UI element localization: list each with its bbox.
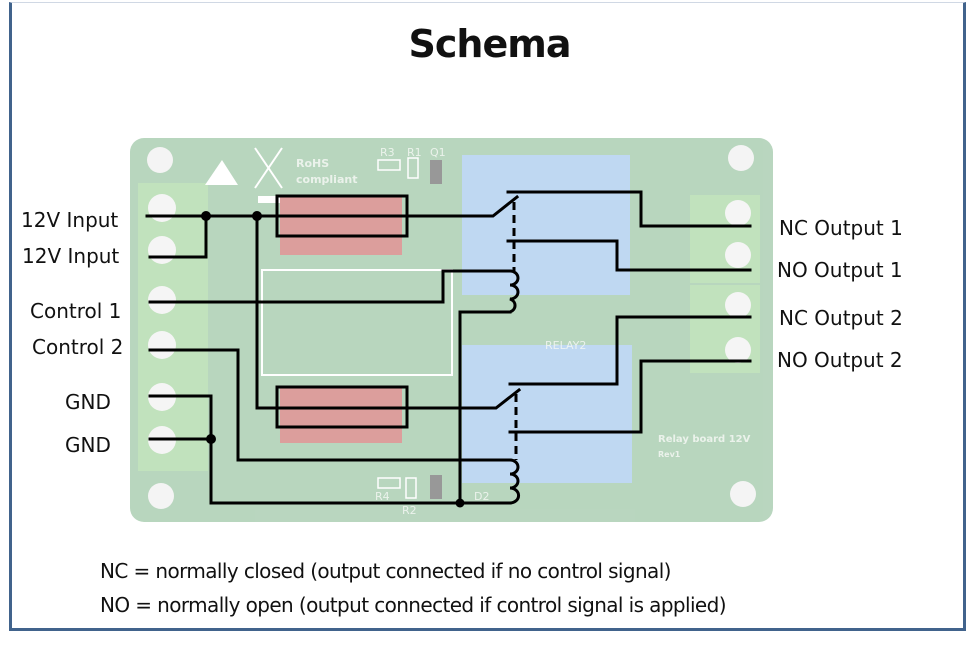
pcb-board xyxy=(130,138,773,522)
legend-nc: NC = normally closed (output connected i… xyxy=(100,559,671,583)
resistor-r3 xyxy=(377,159,401,171)
wire-coil-1-return xyxy=(458,310,512,505)
r4-label: R4 xyxy=(375,490,390,503)
board-revision-label: Rev1 xyxy=(658,450,681,459)
resistor-r2 xyxy=(405,477,417,499)
d2-label: D2 xyxy=(474,490,489,503)
q1-label: Q1 xyxy=(430,146,446,159)
wire-12v-input-2 xyxy=(148,214,208,259)
wire-control-2 xyxy=(148,348,512,462)
weee-bin-icon xyxy=(254,147,283,189)
esd-warning-icon xyxy=(205,160,238,185)
transistor-q2 xyxy=(430,475,442,499)
pcb-silkscreen: RoHS compliant R3 R1 Q1 R4 R2 D2 RELAY2 … xyxy=(296,146,751,517)
label-gnd-2: GND xyxy=(65,433,111,457)
label-12v-input-2: 12V Input xyxy=(22,244,120,268)
junctions xyxy=(201,211,465,508)
wire-no-output-2 xyxy=(508,359,752,434)
mounting-hole-icon xyxy=(728,145,754,171)
r1-label: R1 xyxy=(407,146,422,159)
r3-label: R3 xyxy=(380,146,395,159)
diagram-frame xyxy=(9,2,966,631)
resistor-r1 xyxy=(407,157,419,179)
coil-1-icon xyxy=(509,269,520,314)
junction-dot-icon xyxy=(206,434,216,444)
relay-2 xyxy=(462,345,632,483)
relay-coils xyxy=(509,269,521,505)
junction-dot-icon xyxy=(252,211,262,221)
wiring xyxy=(145,190,752,505)
mounting-hole-icon xyxy=(148,483,174,509)
fuse-2-symbol xyxy=(275,385,409,429)
fuse-2 xyxy=(280,388,402,443)
board-name-label: Relay board 12V xyxy=(658,434,751,445)
transistor-q1 xyxy=(430,160,442,184)
label-nc-output-2: NC Output 2 xyxy=(779,306,903,330)
junction-dot-icon xyxy=(201,211,211,221)
rohs-compliant-label: compliant xyxy=(296,173,357,186)
resistor-r4 xyxy=(377,477,401,489)
terminal-screws-right xyxy=(725,200,751,363)
wire-control-1 xyxy=(148,269,512,304)
wire-gnd-1 xyxy=(148,394,512,505)
label-no-output-1: NO Output 1 xyxy=(777,258,903,282)
fuse-1 xyxy=(280,195,402,255)
label-gnd-1: GND xyxy=(65,390,111,414)
r2-label: R2 xyxy=(402,504,417,517)
wire-no-output-1 xyxy=(506,239,752,272)
junction-dot-icon xyxy=(455,498,465,508)
fuse-1-symbol xyxy=(275,194,409,238)
label-12v-input-1: 12V Input xyxy=(21,208,119,232)
legend-no: NO = normally open (output connected if … xyxy=(100,593,727,617)
label-nc-output-1: NC Output 1 xyxy=(779,216,903,240)
wire-12v-to-relay-2 xyxy=(255,214,522,410)
rohs-label: RoHS xyxy=(296,157,329,170)
label-control-1: Control 1 xyxy=(30,299,122,323)
mounting-hole-icon xyxy=(147,147,173,173)
coil-2-icon xyxy=(509,458,521,505)
wire-12v-input-1 xyxy=(145,194,520,218)
wire-nc-output-2 xyxy=(508,315,752,386)
mounting-hole-icon xyxy=(730,481,756,507)
silkscreen-bar xyxy=(258,196,280,203)
label-control-2: Control 2 xyxy=(32,335,124,359)
pcb-component-outline xyxy=(261,269,453,376)
diagram-title: Schema xyxy=(408,22,572,66)
relay2-label: RELAY2 xyxy=(545,339,586,352)
relay-1 xyxy=(462,155,630,295)
relay-linkages xyxy=(512,202,518,460)
terminal-block-left-1 xyxy=(138,183,208,279)
label-no-output-2: NO Output 2 xyxy=(777,348,903,372)
wire-nc-output-1 xyxy=(506,190,752,228)
